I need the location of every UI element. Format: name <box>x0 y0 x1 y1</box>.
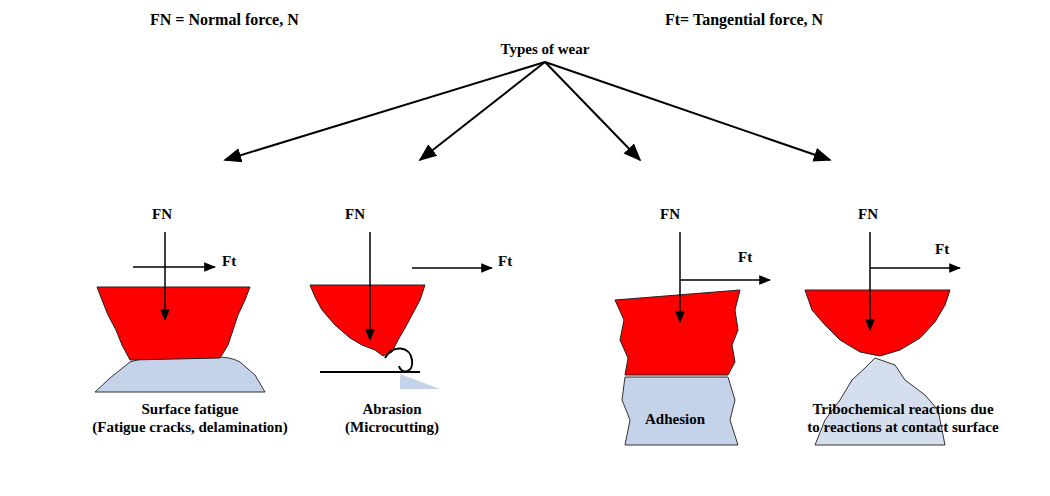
force-label: FN <box>345 205 365 223</box>
normal-force-arrow <box>369 232 371 340</box>
force-label: FN <box>152 205 172 223</box>
heading-text: Types of wear <box>497 38 594 58</box>
wear-type-caption: Abrasion (Microcutting) <box>345 400 439 436</box>
wear-type-group: Surface fatigue (Fatigue cracks, delamin… <box>70 160 310 440</box>
force-label: Ft <box>498 252 512 270</box>
normal-force-arrow <box>164 232 166 320</box>
counter-body <box>400 374 440 389</box>
normal-force-arrow <box>869 232 871 330</box>
force-label: Ft <box>738 248 752 266</box>
counter-surface <box>320 371 420 373</box>
root-node: Types of wear <box>497 38 594 60</box>
tangential-force-arrow <box>680 279 770 281</box>
force-label: FN <box>858 205 878 223</box>
branch-arrow <box>225 62 545 160</box>
moving-body <box>310 285 425 356</box>
tangential-force-arrow <box>870 267 960 269</box>
wear-type-caption: Surface fatigue (Fatigue cracks, delamin… <box>92 400 287 436</box>
tangential-force-arrow <box>133 266 215 268</box>
force-legend-text: FN = Normal force, N <box>150 10 299 29</box>
moving-body <box>97 287 250 360</box>
force-label: Ft <box>222 252 236 270</box>
force-legend-text: Ft= Tangential force, N <box>665 10 823 29</box>
wear-type-caption: Adhesion <box>645 410 705 428</box>
wear-type-group: Abrasion (Microcutting) <box>297 160 487 440</box>
tangential-force-arrow <box>412 267 492 269</box>
branch-arrow <box>420 62 545 160</box>
moving-body <box>805 290 950 356</box>
force-label: FN <box>660 205 680 223</box>
counter-body <box>622 377 738 445</box>
wear-chip <box>385 348 412 371</box>
wear-type-group: Tribochemical reactions due to reactions… <box>778 160 1028 440</box>
branch-arrow <box>545 62 830 160</box>
wear-type-group: Adhesion <box>590 160 760 432</box>
wear-type-caption: Tribochemical reactions due to reactions… <box>807 400 998 436</box>
counter-body <box>95 357 265 392</box>
branch-arrow <box>545 62 640 160</box>
normal-force-arrow <box>679 232 681 322</box>
moving-body <box>615 290 740 375</box>
force-label: Ft <box>935 240 949 258</box>
